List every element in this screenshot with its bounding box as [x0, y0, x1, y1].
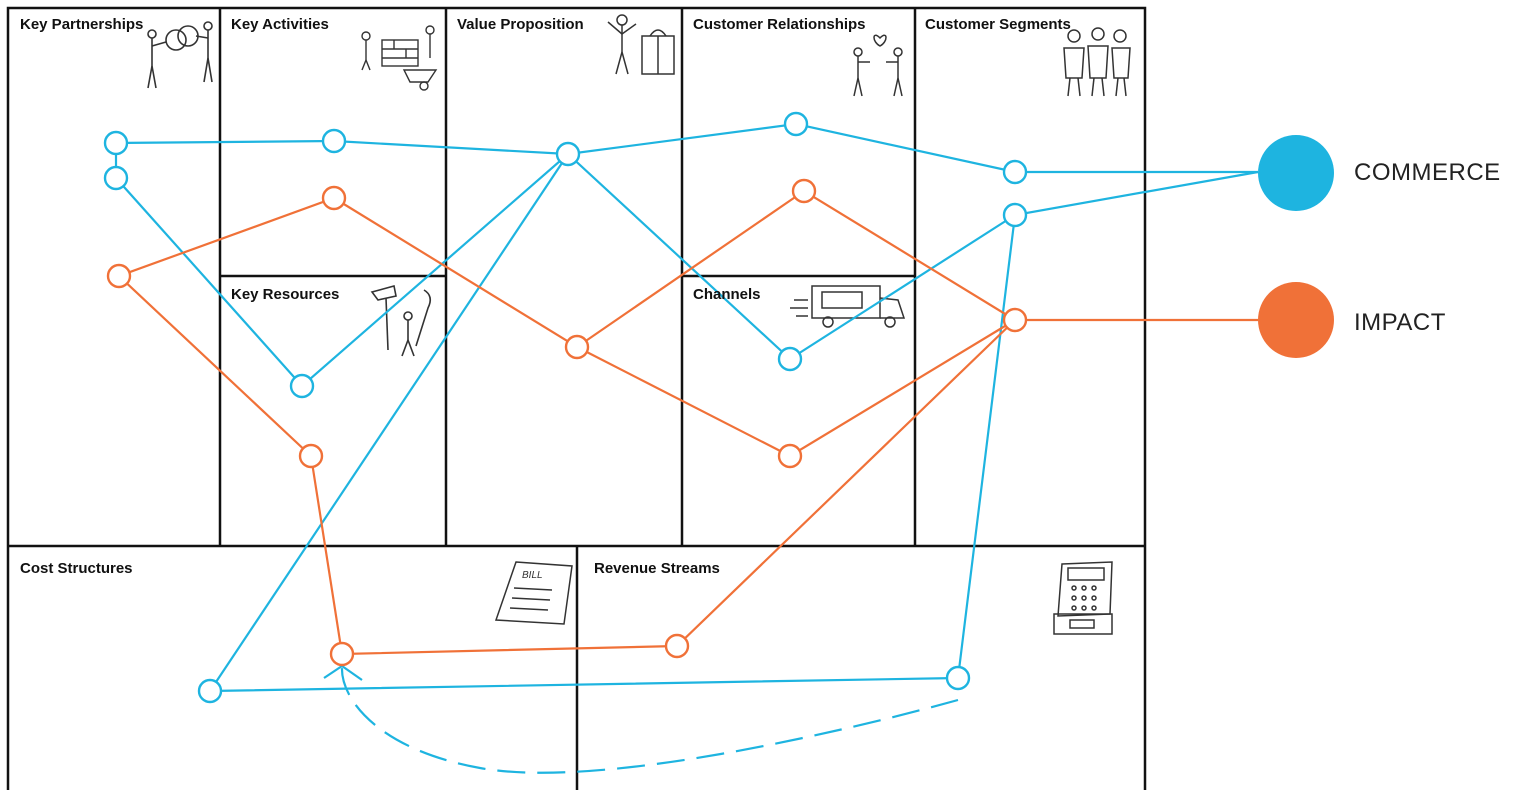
cell-label-revenue-streams: Revenue Streams [594, 560, 720, 577]
cell-label-channels: Channels [693, 286, 761, 303]
crowd-icon [1063, 27, 1131, 97]
commerce-legend-dot [1258, 135, 1334, 211]
impact-paths [118, 189, 1258, 656]
canvas-grid [6, 6, 1147, 790]
cell-label-customer-segments: Customer Segments [925, 16, 1071, 33]
commerce-node [555, 141, 581, 167]
food-truck-icon [790, 285, 906, 328]
impact-node [664, 633, 690, 659]
impact-node [791, 178, 817, 204]
bill-icon: BILL [494, 561, 573, 625]
commerce-node [289, 373, 315, 399]
commerce-node [103, 165, 129, 191]
impact-node [321, 185, 347, 211]
commerce-node [1002, 202, 1028, 228]
commerce-node [1002, 159, 1028, 185]
commerce-paths [114, 122, 1259, 774]
cell-label-customer-relationships: Customer Relationships [693, 16, 866, 33]
bricks-wheelbarrow-icon [361, 25, 438, 91]
impact-node [564, 334, 590, 360]
tools-icon [370, 285, 432, 357]
cell-label-key-resources: Key Resources [231, 286, 340, 303]
impact-node [329, 641, 355, 667]
commerce-legend-label: COMMERCE [1354, 159, 1501, 186]
impact-node [106, 263, 132, 289]
cell-label-cost-structures: Cost Structures [20, 560, 133, 577]
commerce-node [777, 346, 803, 372]
commerce-node [321, 128, 347, 154]
gift-box-person-icon [607, 14, 675, 75]
impact-node [298, 443, 324, 469]
commerce-node [945, 665, 971, 691]
impact-node [1002, 307, 1028, 333]
impact-legend-dot [1258, 282, 1334, 358]
impact-nodes [106, 178, 1028, 667]
commerce-node [783, 111, 809, 137]
commerce-node [103, 130, 129, 156]
cell-label-key-partnerships: Key Partnerships [20, 16, 144, 33]
people-with-rings-icon [147, 21, 213, 89]
commerce-nodes [103, 111, 1028, 704]
cell-label-value-proposition: Value Proposition [457, 16, 584, 33]
commerce-node [197, 678, 223, 704]
cell-label-key-activities: Key Activities [231, 16, 329, 33]
cash-register-icon [1053, 561, 1113, 635]
impact-node [777, 443, 803, 469]
svg-text:BILL: BILL [522, 570, 543, 581]
heart-handshake-icon [853, 34, 903, 97]
impact-legend-label: IMPACT [1354, 309, 1446, 336]
